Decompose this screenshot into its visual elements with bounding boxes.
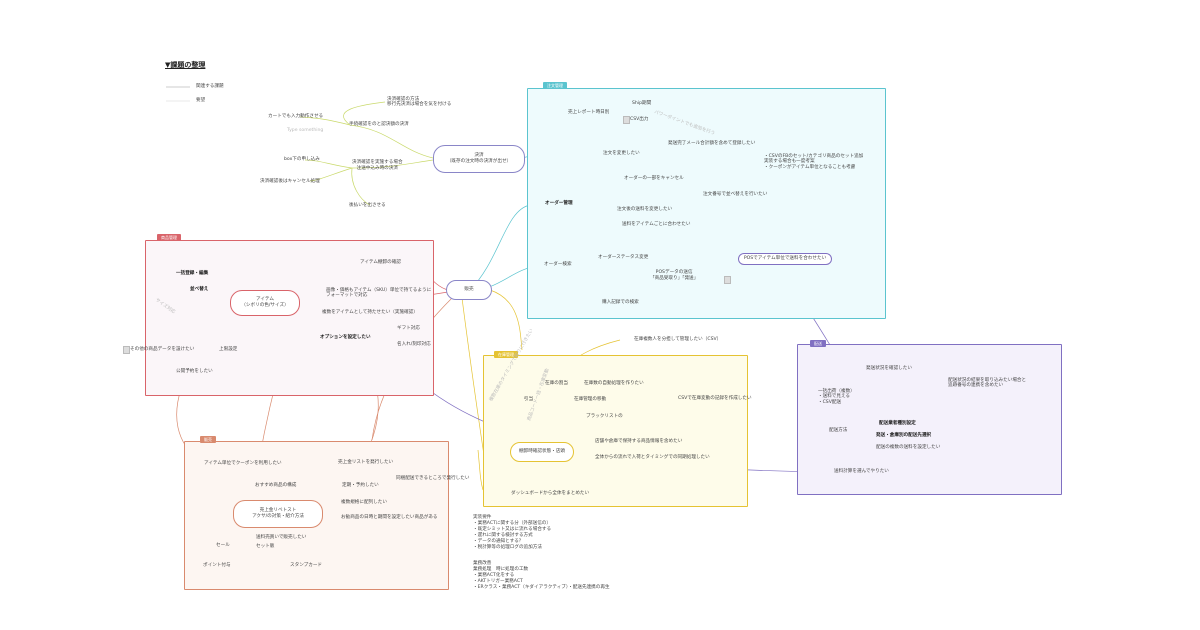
csv-output-text: CSV出力 <box>630 117 649 122</box>
order-mgmt-text: オーダー管理 <box>545 201 573 206</box>
point-issue-text: ポイント付与 <box>203 563 231 568</box>
legend-related-label: 関連する課題 <box>196 84 224 89</box>
note-icon <box>623 116 630 124</box>
restock-text: 引当 <box>524 397 534 402</box>
pos-note-text: POSデータの送信 「商品受取り」「発送」 <box>650 270 699 281</box>
stacked-note-text: 同梱配送できるところで発行したい <box>396 476 470 481</box>
option-text: オプションを設定したい <box>320 335 371 340</box>
order-frame-tag: 注文管理 <box>543 82 567 89</box>
gift-text: ギフト対応 <box>397 326 420 331</box>
page-title: ▼課題の整理 <box>165 61 206 69</box>
center-hub-node[interactable]: 販売 <box>446 280 492 300</box>
stock-move1-text: 店舗や倉庫で保持する商品情報を含めたい <box>595 439 683 444</box>
prepayment-text: 手続確認をのと認決額の決済 <box>349 122 409 127</box>
item-unit-coupon-text: アイテム単位でクーポンを利用したい <box>204 461 282 466</box>
stock-count-hub-node[interactable]: 棚卸時確認状態・店頭 <box>510 442 574 462</box>
pay-later-text: 後払いを出させる <box>349 203 386 208</box>
stacked-text: 定期・予約したい <box>342 483 379 488</box>
pos-link-node[interactable]: POSでアイテム単位で送料を合わせたい <box>738 253 832 265</box>
email-cancel-text: 発送完了メール合計額を含めて登録したい <box>668 141 756 146</box>
multi-sell-text: 上限設定 <box>219 347 238 352</box>
method-3-text: 配送の複数の送料を設定したい <box>876 445 941 450</box>
reorder-text: 並べ替え <box>190 287 209 292</box>
buy-then-explain-text: 決済確認の方法 移行先決済は場合を気を付ける <box>387 97 452 108</box>
product-frame[interactable] <box>145 240 434 396</box>
cancel-reservation-text: 注文を変更したい <box>603 151 640 156</box>
payment-hub-node[interactable]: 決済 （既存の注文時の決済が出せ） <box>433 145 525 173</box>
mismatch-text: 決済確認後はキャンセル処理 <box>260 179 320 184</box>
method-2-text: 発送・倉庫別の配送先選択 <box>876 433 932 438</box>
sale-text: セール <box>216 543 230 548</box>
box-text: box下の申し込み <box>284 157 320 162</box>
stamp-text: スタンプカード <box>290 563 323 568</box>
order-frame[interactable] <box>527 88 886 319</box>
ship-schedule-text: Ship期間 <box>632 101 652 106</box>
list-title-text: 一括出荷（複数） ・送料で見える ・CSV配送 <box>818 389 855 405</box>
item-hub-node[interactable]: アイテム （シボリの色/サイズ） <box>230 290 300 316</box>
picklist-text: ブラックリストの <box>586 414 623 419</box>
bundle-text: 一括登録・編集 <box>176 271 209 276</box>
inventory-check-text: アイテム棚卸の確認 <box>360 260 401 265</box>
sales-report-text: 売上レポート時日別 <box>568 110 610 115</box>
method-1-text: 配送業者種別設定 <box>879 421 916 426</box>
legend-request-label: 要望 <box>196 98 206 103</box>
order-cancel-text: オーダーの一部をキャンセル <box>624 176 684 181</box>
cart-text: カートでも入力動作させる <box>268 114 324 119</box>
tracking-note-text: 配送状況の結果を取り込みたい場合と 追跡番号の連携を含めたい <box>948 378 1027 389</box>
return-handle-text: 注文番号で並べ替えを行いたい <box>703 192 768 197</box>
individual-text: 複数をアイテムとして持たせたい（実施確認） <box>322 310 418 315</box>
wh-list-text: 在庫管理の移動 <box>574 397 607 402</box>
shipping-frame-tag: 配送 <box>810 340 826 347</box>
status-change-text: 発送状況を確認したい <box>866 366 912 371</box>
order-status-text: オーダーステータス変更 <box>598 255 649 260</box>
product-note-text: その他の商品データを設けたい <box>130 347 195 352</box>
partial-note-text: ・CSVのFBのセット/カテゴリ商品のセット追加 実装する場合も一度考案 ・クー… <box>764 154 864 170</box>
discount-hub-node[interactable]: 売上金リベトスト アクサ/の対策・紹介方法 <box>233 500 323 528</box>
delivery-method-text: 配送方法 <box>829 428 848 433</box>
ext-link-text: 在庫複数人を分担して管理したい（CSV） <box>634 337 722 342</box>
popup-list-text: 売上金リストを発行したい <box>338 460 394 465</box>
schedule-text: 公開予約をしたい <box>176 369 213 374</box>
name-print-text: 名入れ/刻印対応 <box>397 342 431 347</box>
item-change-text: 送料をアイテムごとに合わせたい <box>622 222 691 227</box>
csv-import-text: CSVで在庫変動の記録を作成したい <box>678 396 752 401</box>
bulk-edit-text: 複数規格に配列したい <box>341 500 387 505</box>
buyer-note-text: 購入記録での検索 <box>602 300 639 305</box>
allocation-text: 在庫の割当 <box>545 381 568 386</box>
product-frame-tag: 商品管理 <box>157 234 181 241</box>
inventory-frame[interactable] <box>483 355 748 507</box>
inventory-frame-tag: 在庫管理 <box>494 351 518 358</box>
note-icon <box>123 346 130 354</box>
restock-note-text: 在庫数の自動処理を作りたい <box>584 381 644 386</box>
dashboard-text: ダッシュボードから全体をまとめたい <box>511 491 590 496</box>
period-note-text: お勧商品の日時と期間を設定したい商品がある <box>341 515 438 520</box>
carrier-list-text: 送料計算を選んでやりたい <box>834 469 889 474</box>
requirements-note: 実装要件 ・業務ACTに関する分（外部送信の） ・既定シミット又はに流れる場合す… <box>473 515 552 550</box>
sales-frame-tag: 販売 <box>200 436 216 443</box>
recommend-text: おすすめ商品の構成 <box>255 483 297 488</box>
note-icon <box>724 276 731 284</box>
sku-note-text: 画像・価格もアイテム（SKU）単位で持てるように フォーマットで対応 <box>326 288 432 299</box>
multi-pay-text: 決済確認を実施する場合 注送中込み時の決済 <box>352 160 403 171</box>
stock-move2-text: 全体からの流れで入荷とタイミングでの同期処理したい <box>595 455 710 460</box>
set-sale2-text: セット販 <box>256 544 275 549</box>
placeholder-text: Type something <box>287 128 324 133</box>
order-search-text: オーダー検索 <box>544 262 572 267</box>
set-sale-text: 送料売買いで販売したい <box>256 535 307 540</box>
shipping-frame[interactable] <box>797 344 1062 495</box>
improvement-note: 業務改善 業務処理 時に処理の工数 ・業務ACT化をする ・AKTトリガー業務A… <box>473 561 610 590</box>
memo-change-text: 注文後の送料を変更したい <box>617 207 673 212</box>
